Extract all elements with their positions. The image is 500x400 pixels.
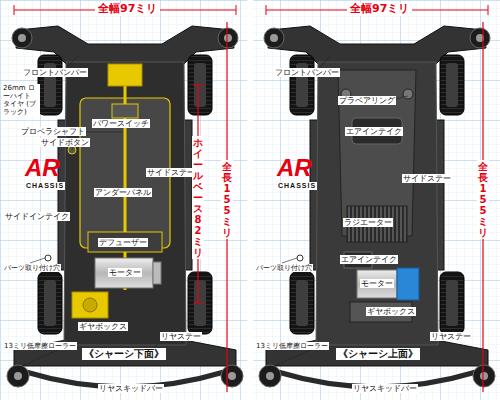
dimension-label: 全長155ミリ — [221, 160, 233, 239]
part-label: リヤスキッドバー — [98, 384, 164, 393]
front-gearbox — [108, 64, 142, 86]
part-label: 13ミリ低摩擦ローラー — [3, 342, 77, 350]
part-label: リヤスキッドバー — [352, 384, 418, 393]
part-label: パワースイッチ — [92, 119, 150, 128]
part-label: モーター — [360, 279, 394, 288]
gear — [83, 298, 97, 312]
part-label: サイドボタン — [40, 138, 90, 147]
part-label: アンダーパネル — [94, 188, 152, 197]
top-view — [259, 5, 495, 392]
chassis-frame — [259, 26, 495, 387]
chassis-frame — [7, 26, 243, 387]
part-label: モーター — [108, 268, 142, 277]
part-label: 26mm ローハイト タイヤ (ブラック) — [2, 84, 40, 116]
dimension-tick — [488, 5, 489, 15]
power-switch — [112, 104, 138, 118]
part-label: ギヤボックス — [78, 322, 128, 331]
view-title: 《シャーシ上面》 — [336, 348, 420, 360]
motor-cover — [397, 268, 419, 300]
dimension-label: 全幅97ミリ — [347, 3, 412, 16]
motor — [357, 270, 397, 298]
part-label: ラジエーター — [343, 218, 393, 227]
part-label: プロペラシャフト — [20, 127, 86, 136]
logo-text: CHASSIS — [25, 182, 65, 190]
leader-lines — [274, 56, 442, 366]
bottom-view — [7, 5, 243, 392]
dimension-tick — [236, 5, 237, 15]
logo-text: AR — [276, 156, 313, 180]
part-label: フロントバンパー — [22, 68, 88, 77]
part-label: リヤステー — [430, 332, 472, 341]
bearing — [403, 89, 413, 99]
part-label: ギヤボックス — [366, 307, 416, 316]
part-label: リヤステー — [160, 332, 202, 341]
diffuser — [88, 232, 162, 252]
dimension-label: ホイールベース82ミリ — [192, 136, 204, 259]
chassis-body — [316, 62, 438, 345]
part-label: 13ミリ低摩擦ローラー — [255, 342, 329, 350]
dimension-tick — [266, 5, 267, 15]
part-label: サイドステー — [402, 174, 452, 183]
panel-divider — [247, 0, 253, 400]
part-label: パーツ取り付け穴 — [255, 264, 313, 272]
part-label: デフューザー — [98, 238, 148, 247]
dimension-label: 全長155ミリ — [477, 160, 489, 239]
view-title: 《シャーシ下面》 — [82, 348, 166, 360]
motor — [95, 258, 153, 288]
dimension-tick — [193, 303, 203, 304]
logo-text: CHASSIS — [277, 182, 317, 190]
part-label: エアインテイク — [345, 127, 403, 136]
dimension-tick — [193, 85, 203, 86]
part-label: プラベアリング — [338, 96, 396, 105]
mount-hole — [297, 255, 303, 261]
mount-hole — [45, 255, 51, 261]
motor-cap — [153, 262, 161, 284]
logo-text: AR — [24, 156, 61, 180]
gearbox — [72, 292, 108, 318]
leader-lines — [22, 56, 190, 366]
dimension-label: 全幅97ミリ — [95, 3, 160, 16]
part-label: フロントバンパー — [274, 68, 340, 77]
part-label: サイドインテイク — [4, 212, 70, 221]
part-label: サイドステー — [146, 168, 196, 177]
chassis-body — [64, 62, 186, 345]
part-label: パーツ取り付け穴 — [3, 264, 61, 272]
part-label: エアインテイク — [340, 255, 398, 264]
dimension-tick — [14, 5, 15, 15]
